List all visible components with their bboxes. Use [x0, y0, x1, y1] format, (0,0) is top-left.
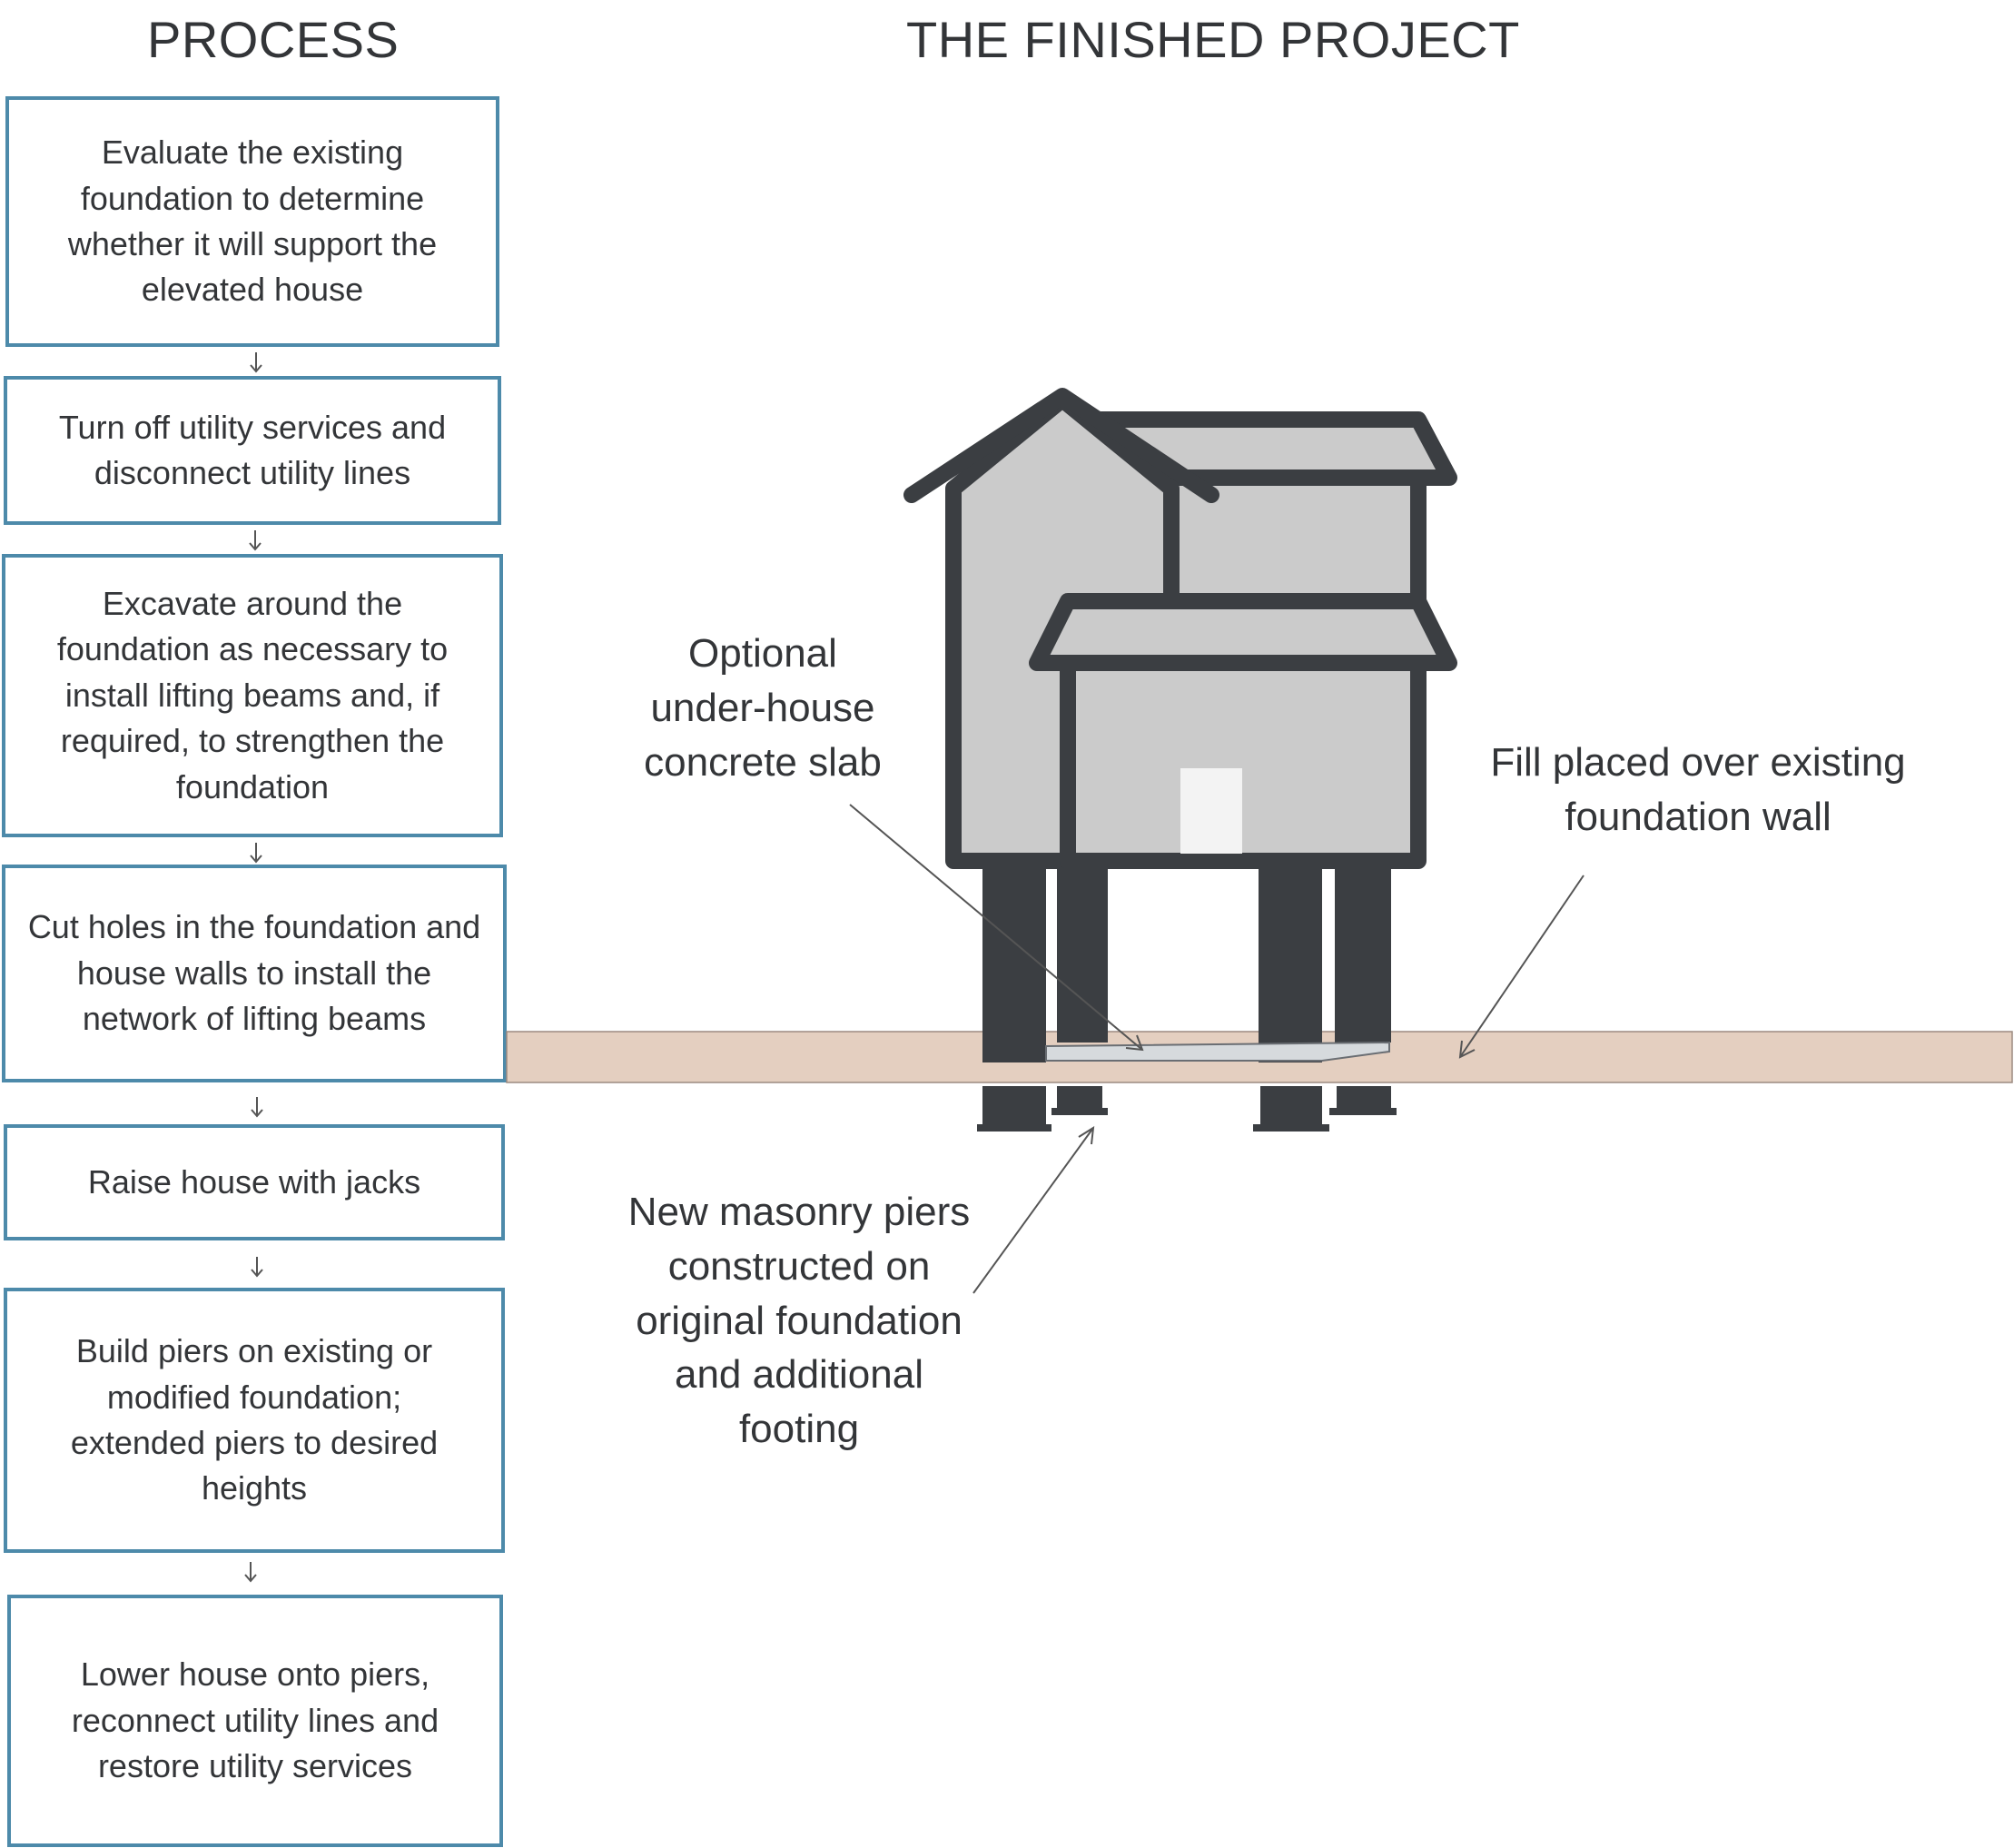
- arrow-down-icon: [251, 1097, 263, 1118]
- step-7-text: Lower house onto piers, reconnect utilit…: [71, 1655, 439, 1785]
- arrow-down-icon: [251, 1257, 263, 1278]
- step-5-text: Raise house with jacks: [87, 1162, 421, 1201]
- step-1-evaluate-foundation: Evaluate the existing foundation to dete…: [5, 96, 499, 347]
- arrow-pointer-icon: [849, 804, 1144, 1052]
- step-7-lower-house: Lower house onto piers, reconnect utilit…: [7, 1595, 503, 1847]
- step-3-text: Excavate around the foundation as necess…: [56, 585, 449, 805]
- slab-callout-label: Optional under-house concrete slab: [644, 631, 882, 785]
- fill-callout-label: Fill placed over existing foundation wal…: [1490, 740, 1906, 839]
- arrow-down-icon: [249, 530, 262, 551]
- step-2-turn-off-utilities: Turn off utility services and disconnect…: [4, 376, 501, 525]
- door: [1180, 768, 1242, 854]
- step-2-text: Turn off utility services and disconnect…: [58, 408, 447, 491]
- arrow-pointer-icon: [972, 1126, 1095, 1294]
- step-6-build-piers: Build piers on existing or modified foun…: [4, 1288, 505, 1553]
- arrow-down-icon: [250, 843, 262, 864]
- step-1-text: Evaluate the existing foundation to dete…: [67, 133, 438, 309]
- step-5-raise-house: Raise house with jacks: [4, 1124, 505, 1240]
- arrow-down-icon: [244, 1562, 257, 1583]
- step-6-text: Build piers on existing or modified foun…: [70, 1332, 439, 1507]
- step-4-text: Cut holes in the foundation and house wa…: [27, 908, 481, 1038]
- arrow-down-icon: [250, 352, 262, 373]
- step-3-excavate: Excavate around the foundation as necess…: [2, 554, 503, 837]
- process-heading: PROCESS: [147, 11, 400, 68]
- under-house-slab: [1045, 1041, 1390, 1062]
- step-4-cut-holes: Cut holes in the foundation and house wa…: [2, 865, 507, 1082]
- arrow-pointer-icon: [1458, 875, 1585, 1059]
- pier-footings: [977, 1086, 1397, 1132]
- masonry-piers: [982, 868, 1391, 1062]
- piers-callout-label: New masonry piers constructed on origina…: [627, 1190, 971, 1452]
- house-front-section: [1029, 593, 1457, 869]
- finished-project-heading: THE FINISHED PROJECT: [906, 11, 1520, 68]
